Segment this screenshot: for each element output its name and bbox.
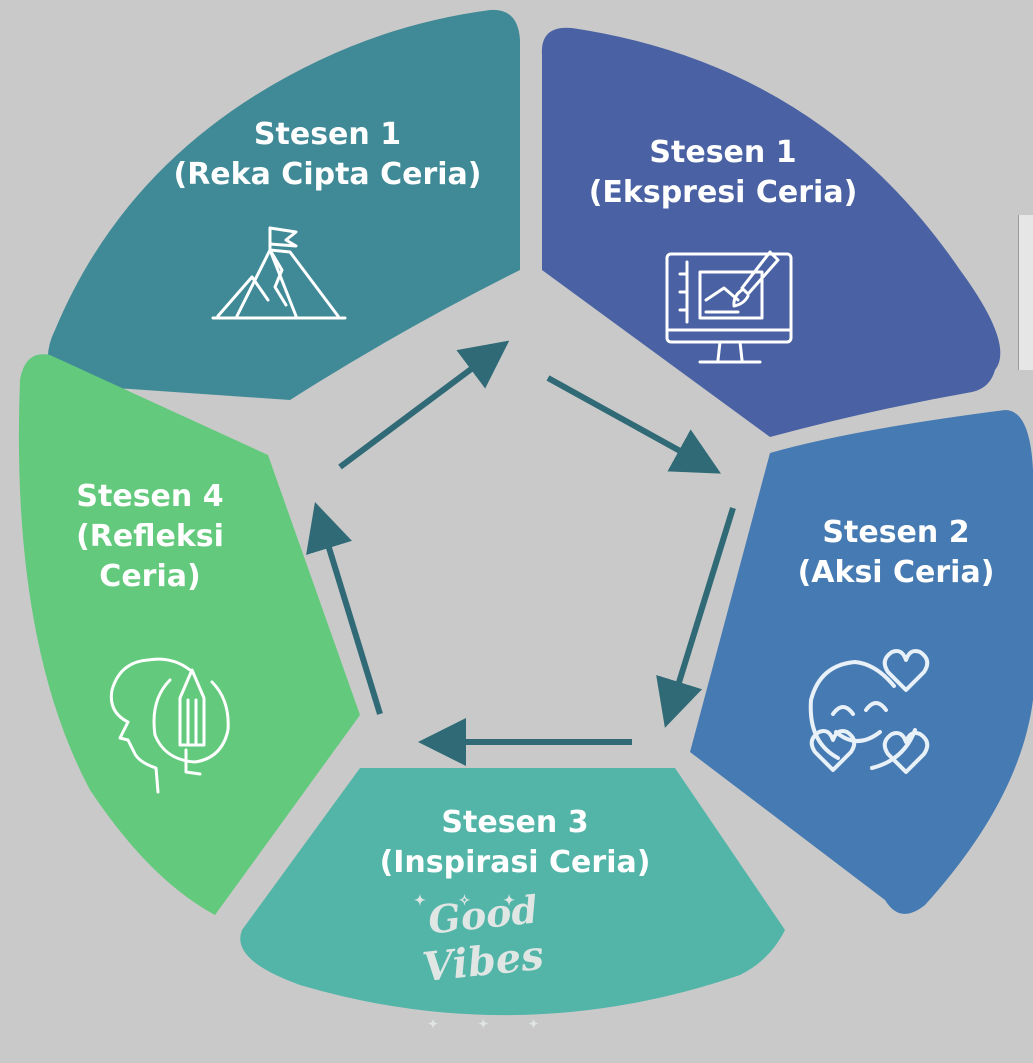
- station-title: Stesen 1: [253, 117, 402, 152]
- head-pencil-icon: [109, 657, 230, 794]
- station-subtitle: (Aksi Ceria): [797, 555, 995, 590]
- segment-inspirasi-ceria: [240, 768, 785, 1016]
- segment-refleksi-ceria: [18, 354, 360, 915]
- label-refleksi-ceria: Stesen 4 (Refleksi Ceria): [50, 477, 250, 597]
- arrow-5-to-1: [338, 340, 510, 470]
- station-subtitle: (Reka Cipta Ceria): [173, 157, 482, 192]
- station-title: Stesen 4: [76, 479, 224, 514]
- station-subtitle: (Inspirasi Ceria): [379, 845, 651, 880]
- sparkle-decoration: ✦ ✧ ✦: [414, 893, 529, 909]
- station-title: Stesen 3: [441, 805, 589, 840]
- good-vibes-icon: Good Vibes ✦ ✧ ✦ ✦ ✦ ✦: [408, 886, 558, 1033]
- station-subtitle-line-2: Ceria): [99, 559, 201, 594]
- label-reka-cipta-ceria: Stesen 1 (Reka Cipta Ceria): [155, 115, 500, 195]
- side-thumbnail: [1018, 215, 1033, 370]
- station-title: Stesen 2: [822, 515, 970, 550]
- segment-reka-cipta-ceria: [47, 9, 520, 400]
- label-inspirasi-ceria: Stesen 3 (Inspirasi Ceria): [345, 803, 685, 883]
- sparkle-decoration-bottom: ✦ ✦ ✦: [428, 1017, 557, 1031]
- station-subtitle: (Ekspresi Ceria): [588, 175, 858, 210]
- mountain-flag-icon: [211, 226, 347, 320]
- station-subtitle-line-1: (Refleksi: [76, 519, 224, 554]
- arrow-4-to-5: [306, 502, 383, 715]
- station-title: Stesen 1: [649, 135, 797, 170]
- label-ekspresi-ceria: Stesen 1 (Ekspresi Ceria): [568, 133, 878, 213]
- smiley-hearts-icon: [808, 649, 930, 774]
- label-aksi-ceria: Stesen 2 (Aksi Ceria): [783, 513, 1009, 593]
- arrow-2-to-3: [656, 507, 736, 728]
- segment-ekspresi-ceria: [541, 27, 1001, 438]
- arrow-1-to-2: [546, 375, 722, 474]
- monitor-paint-icon: [665, 250, 793, 364]
